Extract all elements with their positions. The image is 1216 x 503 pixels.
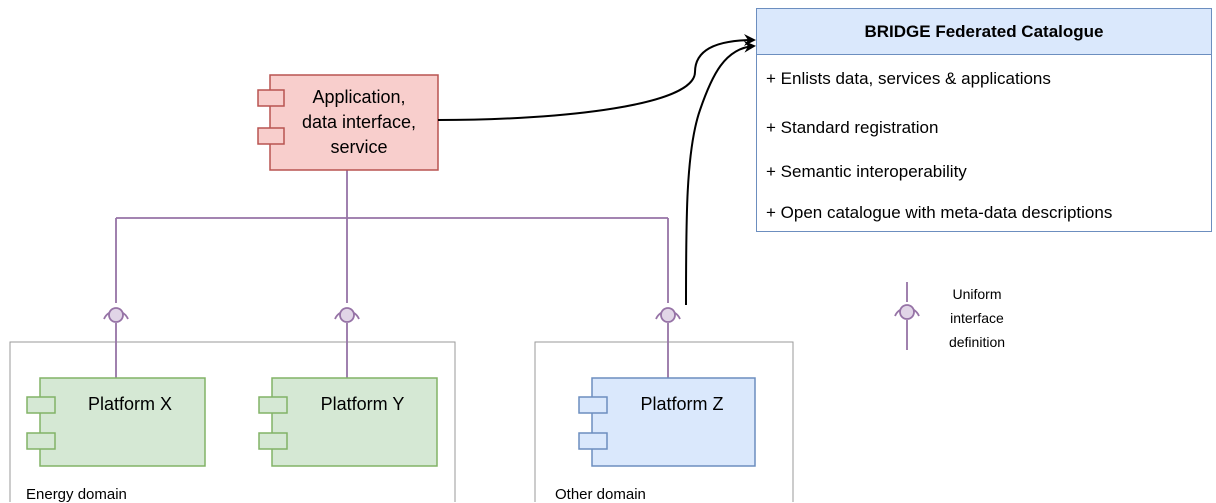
interface-bus [115, 170, 669, 378]
platform-x-component [26, 377, 206, 467]
catalogue-title: BRIDGE Federated Catalogue [757, 9, 1211, 55]
legend-label-line: definition [948, 334, 1006, 350]
interface-symbol-y [334, 307, 360, 323]
legend-label: Uniform interface definition [925, 282, 1029, 354]
platform-x-label: Platform X [87, 394, 173, 414]
platform-z-to-catalogue-arrow [685, 40, 756, 306]
platform-y-label: Platform Y [320, 394, 405, 414]
energy-domain-container [9, 341, 456, 502]
legend-label-line: interface [950, 310, 1004, 326]
platform-y-component [258, 377, 438, 467]
application-component-port-top [257, 89, 285, 107]
catalogue-item-open: + Open catalogue with meta-data descript… [766, 203, 1113, 222]
other-domain-label: Other domain [555, 486, 646, 503]
energy-domain-label: Energy domain [26, 486, 127, 503]
legend-label-line: Uniform [952, 286, 1002, 302]
application-to-catalogue-arrow [437, 34, 756, 121]
application-label-line: Application, [312, 87, 406, 107]
bridge-federated-catalogue: BRIDGE Federated Catalogue + Enlists dat… [756, 8, 1212, 232]
interface-symbol-z [655, 307, 681, 323]
application-label: Application, data interface, service [284, 85, 434, 160]
legend-interface-icon [894, 282, 920, 350]
application-label-line: data interface, [301, 112, 417, 132]
catalogue-item-semantic: + Semantic interoperability [766, 162, 967, 181]
application-component [257, 74, 439, 171]
interface-symbol-x [103, 307, 129, 323]
application-label-line: service [330, 137, 388, 157]
application-component-port-bottom [257, 127, 285, 145]
platform-z-component [578, 377, 756, 467]
catalogue-item-registration: + Standard registration [766, 118, 939, 137]
platform-z-label: Platform Z [640, 394, 724, 414]
catalogue-item-enlists: + Enlists data, services & applications [766, 69, 1051, 88]
other-domain-container [534, 341, 794, 502]
